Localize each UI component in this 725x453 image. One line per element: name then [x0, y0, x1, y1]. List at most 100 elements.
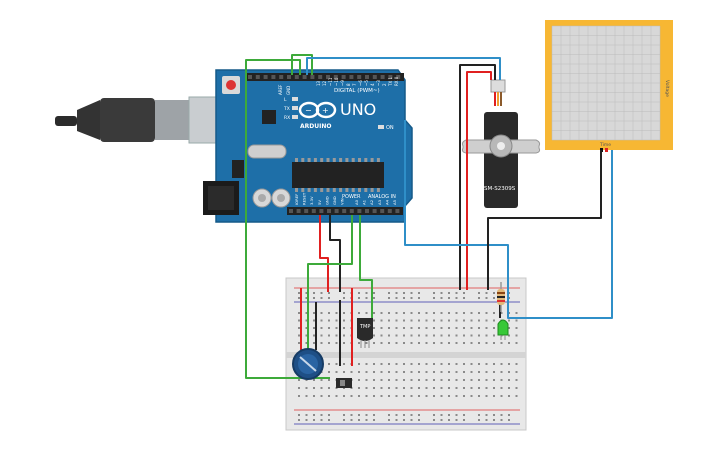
- wire-green-pot[interactable]: [245, 59, 330, 379]
- bb-hole: [320, 319, 323, 322]
- wire-red-servo[interactable]: [466, 71, 492, 290]
- bb-hole: [343, 414, 345, 416]
- temperature-sensor[interactable]: TMP: [357, 318, 373, 348]
- bb-hole: [365, 395, 368, 397]
- bb-hole: [320, 419, 323, 421]
- servo-motor[interactable]: SM-S2309S: [461, 79, 541, 208]
- bb-hole: [440, 395, 443, 397]
- wire-green-a1[interactable]: [359, 215, 373, 318]
- wire-green-short[interactable]: [291, 54, 313, 75]
- bb-hole: [320, 395, 323, 397]
- bb-hole: [440, 319, 443, 322]
- bb-hole: [493, 419, 495, 421]
- bb-hole: [313, 292, 315, 294]
- bb-hole: [395, 371, 398, 373]
- bb-hole: [455, 363, 458, 365]
- bb-hole: [470, 342, 473, 344]
- wire-red-5v[interactable]: [319, 215, 329, 292]
- potentiometer[interactable]: [292, 348, 324, 380]
- header-hole: [304, 209, 309, 213]
- bb-hole: [320, 327, 323, 329]
- bb-hole: [313, 319, 315, 322]
- bb-hole: [343, 292, 345, 294]
- wire-black-gnd[interactable]: [329, 215, 341, 292]
- bb-hole: [515, 319, 518, 322]
- wire-black-plotter[interactable]: [487, 150, 602, 290]
- bb-hole: [515, 395, 518, 397]
- bb-hole: [388, 292, 390, 294]
- bb-hole: [343, 371, 345, 373]
- wire-blue-led-plotter[interactable]: [404, 120, 613, 319]
- bb-hole: [410, 319, 413, 322]
- bb-hole: [403, 342, 405, 344]
- bb-hole: [373, 363, 375, 365]
- bb-hole: [410, 297, 413, 299]
- wire-green-a0[interactable]: [307, 215, 353, 352]
- bb-hole: [365, 419, 368, 421]
- bb-hole: [298, 414, 300, 416]
- bb-hole: [425, 319, 428, 322]
- slide-switch[interactable]: [336, 378, 352, 388]
- header-hole: [333, 75, 338, 79]
- bb-hole: [418, 292, 420, 294]
- bb-hole: [305, 297, 308, 299]
- bb-hole: [515, 387, 518, 389]
- bb-hole: [425, 379, 428, 381]
- bb-hole: [298, 379, 300, 381]
- arduino-uno-board[interactable]: − + UNO ARDUINO DIGITAL (PWM~) POWER ANA…: [203, 69, 413, 223]
- bb-hole: [478, 334, 480, 337]
- bb-hole: [508, 395, 510, 397]
- bb-hole: [373, 395, 375, 397]
- breadboard[interactable]: [285, 277, 527, 431]
- serial-plotter[interactable]: Voltage Time: [545, 20, 673, 152]
- tx-label: TX: [283, 106, 290, 112]
- bb-hole: [500, 312, 503, 314]
- bb-hole: [410, 363, 413, 365]
- bb-hole: [470, 363, 473, 365]
- bb-hole: [388, 387, 390, 389]
- bb-hole: [448, 292, 450, 294]
- bb-hole: [440, 379, 443, 381]
- bb-hole: [463, 292, 465, 294]
- bb-hole: [433, 312, 435, 314]
- chip-pin: [301, 188, 305, 192]
- bb-hole: [478, 414, 480, 416]
- bb-hole: [380, 395, 383, 397]
- bb-hole: [440, 342, 443, 344]
- header-hole: [310, 75, 315, 79]
- wire-black-servo[interactable]: [459, 64, 496, 290]
- bb-hole: [343, 334, 345, 337]
- wire-blue-servo[interactable]: [306, 57, 501, 80]
- bb-hole: [365, 414, 368, 416]
- bb-hole: [388, 297, 390, 299]
- bb-hole: [433, 395, 435, 397]
- chip-pin: [332, 188, 336, 192]
- resistor[interactable]: [497, 282, 505, 312]
- bb-hole: [373, 371, 375, 373]
- bb-hole: [298, 419, 300, 421]
- bb-hole: [358, 371, 360, 373]
- analog-pin-label: A1: [362, 199, 367, 205]
- digital-pin-label: ~5: [364, 80, 369, 86]
- bb-hole: [410, 395, 413, 397]
- bb-hole: [448, 319, 450, 322]
- bb-hole: [343, 319, 345, 322]
- bb-hole: [500, 363, 503, 365]
- analog-pin-label: A3: [377, 199, 382, 205]
- bb-hole: [493, 292, 495, 294]
- header-hole: [380, 75, 385, 79]
- bb-hole: [493, 371, 495, 373]
- bb-hole: [470, 371, 473, 373]
- bb-hole: [335, 312, 338, 314]
- bb-hole: [418, 395, 420, 397]
- bb-hole: [403, 292, 405, 294]
- bb-hole: [305, 414, 308, 416]
- bb-hole: [410, 334, 413, 337]
- bb-hole: [388, 371, 390, 373]
- chip-pin: [320, 158, 324, 162]
- green-led[interactable]: [497, 319, 509, 340]
- bb-hole: [470, 387, 473, 389]
- bb-hole: [403, 387, 405, 389]
- bb-hole: [380, 371, 383, 373]
- bb-hole: [335, 342, 338, 344]
